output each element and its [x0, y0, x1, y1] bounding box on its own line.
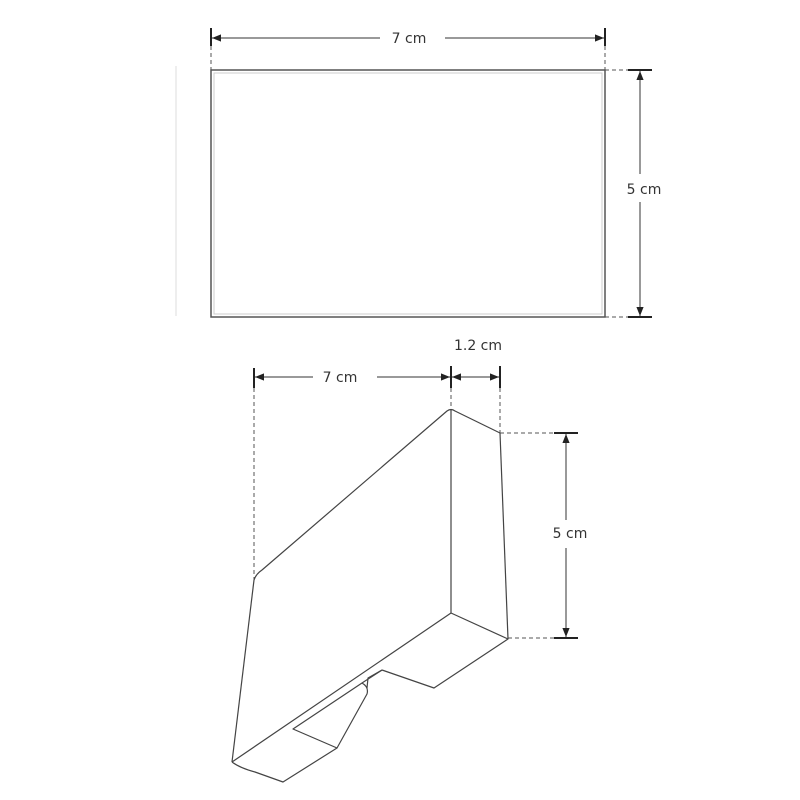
iso-bottom-right-face: [381, 612, 509, 689]
iso-length-label: 7 cm: [323, 370, 358, 386]
top-width-label: 7 cm: [392, 31, 427, 47]
iso-bottom-lip: [231, 747, 338, 783]
iso-top-edge: [253, 408, 501, 581]
top-width-dimension: 7 cm: [210, 28, 606, 70]
iso-notch: [292, 669, 383, 749]
iso-notch-slot: [366, 669, 383, 689]
iso-bottom-diagonal: [231, 612, 452, 763]
iso-view: 7 cm 1.2 cm 5 cm: [231, 338, 588, 783]
iso-depth-label: 1.2 cm: [454, 338, 502, 354]
iso-object: [231, 408, 509, 783]
iso-height-dimension: 5 cm: [500, 432, 588, 639]
top-view-inner-border: [213, 72, 603, 315]
iso-left-edge: [231, 579, 255, 763]
iso-length-dimension: 7 cm: [253, 366, 452, 580]
top-height-dimension: 5 cm: [605, 69, 662, 318]
top-height-label: 5 cm: [627, 182, 662, 198]
top-view: 7 cm 5 cm: [175, 28, 662, 318]
iso-right-edge: [499, 432, 509, 640]
iso-height-label: 5 cm: [553, 526, 588, 542]
top-view-rectangle: [210, 69, 606, 318]
iso-depth-dimension: 1.2 cm: [452, 338, 502, 433]
